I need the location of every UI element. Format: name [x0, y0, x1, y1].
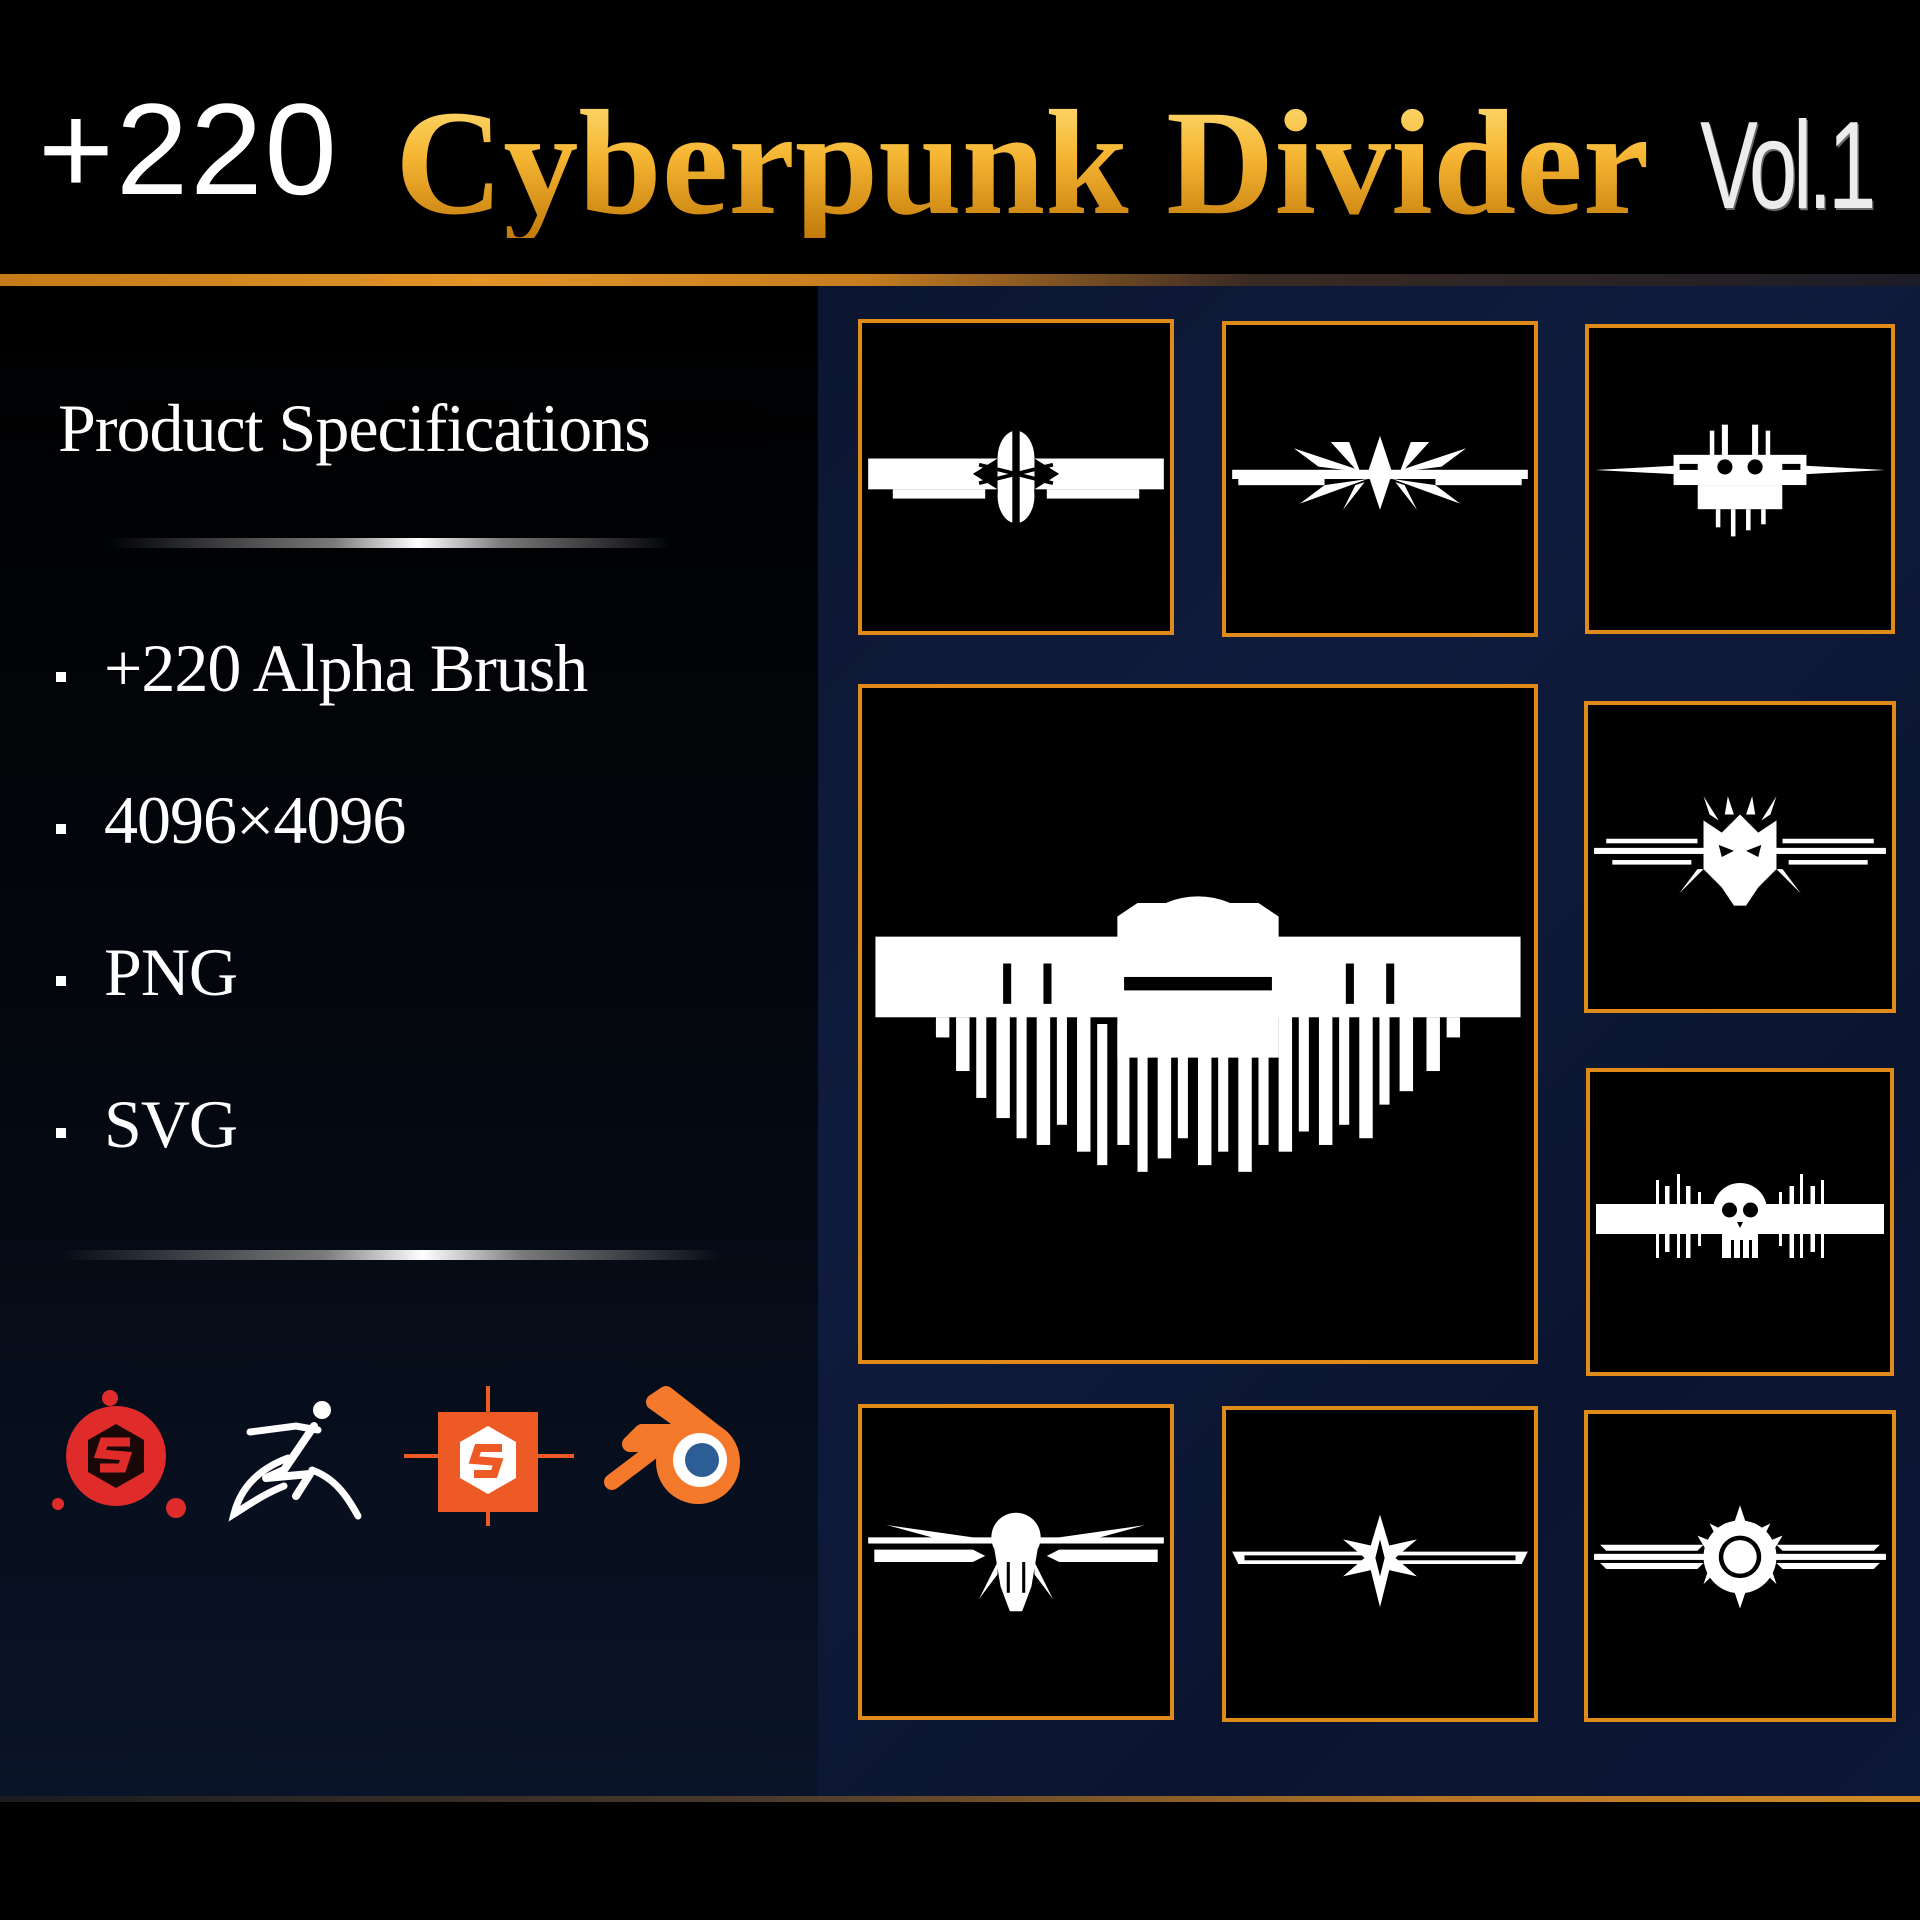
divider-preview-2 — [1222, 321, 1538, 637]
blender-icon — [602, 1386, 752, 1526]
specs-panel: Product Specifications +220 Alpha Brush … — [0, 286, 818, 1798]
specs-heading: Product Specifications — [58, 390, 651, 466]
specs-divider-top — [110, 538, 670, 548]
divider-shape — [1594, 1505, 1886, 1609]
bullet-icon — [56, 976, 66, 986]
footer — [0, 1802, 1920, 1920]
divider-preview-3 — [1585, 324, 1895, 634]
divider-shape — [1232, 1514, 1528, 1608]
bullet-icon — [56, 672, 66, 682]
volume-label: Vol.1 — [1700, 97, 1876, 235]
spec-item-label: 4096×4096 — [104, 782, 406, 858]
divider-preview-6 — [858, 1404, 1174, 1720]
divider-shape — [1595, 424, 1885, 537]
header: +220 Cyberpunk Divider Vol.1 — [0, 0, 1920, 278]
zbrush-icon — [226, 1386, 376, 1526]
brush-count: +220 — [38, 76, 339, 222]
substance-painter-icon — [48, 1386, 198, 1526]
bullet-icon — [56, 1128, 66, 1138]
divider-preview-4 — [1584, 701, 1896, 1013]
header-divider — [0, 274, 1920, 286]
compatible-apps — [48, 1386, 768, 1526]
divider-shape — [875, 896, 1521, 1172]
bullet-icon — [56, 824, 66, 834]
divider-shape — [1232, 435, 1528, 510]
divider-shape — [1594, 796, 1886, 906]
specs-divider-bottom — [60, 1250, 720, 1260]
divider-preview-8 — [1584, 1410, 1896, 1722]
divider-preview-1 — [858, 319, 1174, 635]
product-title: Cyberpunk Divider — [395, 80, 1650, 246]
divider-shape — [1596, 1174, 1884, 1258]
spec-item-label: +220 Alpha Brush — [104, 630, 588, 706]
divider-preview-5 — [1586, 1068, 1894, 1376]
footer-divider — [0, 1796, 1920, 1802]
divider-preview-featured — [858, 684, 1538, 1364]
substance-designer-icon — [404, 1386, 574, 1526]
spec-item-label: PNG — [104, 934, 238, 1010]
divider-shape — [868, 427, 1164, 527]
divider-shape — [868, 1512, 1164, 1612]
spec-item-label: SVG — [104, 1086, 238, 1162]
preview-gallery — [818, 286, 1920, 1798]
divider-preview-7 — [1222, 1406, 1538, 1722]
